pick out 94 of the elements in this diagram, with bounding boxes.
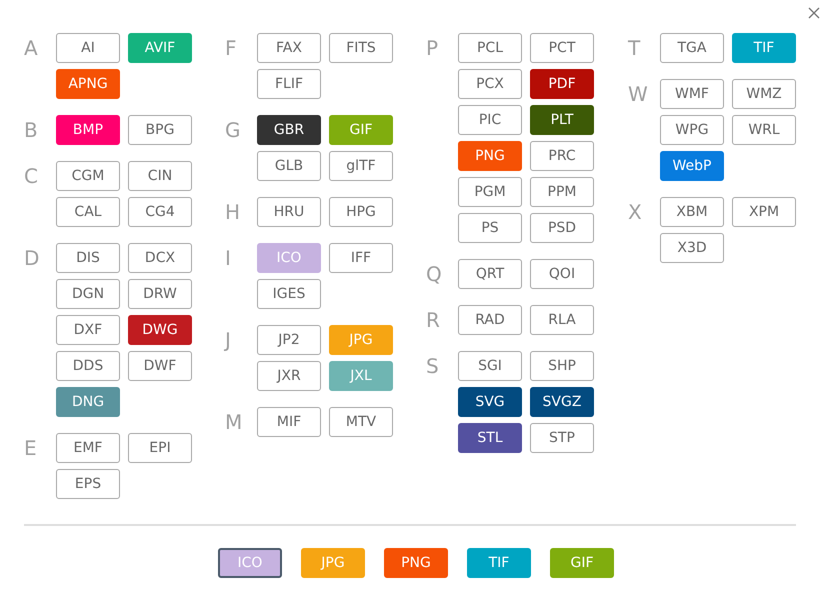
format-tag: FLIF (257, 69, 321, 99)
format-tag: HRU (257, 197, 321, 227)
index-letter: S (426, 353, 440, 380)
format-tag: FAX (257, 33, 321, 63)
format-tag: PS (458, 213, 522, 243)
format-tag: DIS (56, 243, 120, 273)
format-tag: MIF (257, 407, 321, 437)
index-letter: A (24, 35, 39, 62)
format-tag: SVGZ (530, 387, 594, 417)
format-tag: JPG (301, 548, 365, 578)
format-tag: CGM (56, 161, 120, 191)
format-tag: DDS (56, 351, 120, 381)
format-tag: ICO (257, 243, 321, 273)
format-tag: STL (458, 423, 522, 453)
format-tag: JPG (329, 325, 393, 355)
format-tag: SHP (530, 351, 594, 381)
format-tag: SGI (458, 351, 522, 381)
format-tag: PPM (530, 177, 594, 207)
format-tag: CIN (128, 161, 192, 191)
index-letter: R (426, 307, 441, 334)
format-tag: IFF (329, 243, 393, 273)
index-letter: H (225, 199, 242, 226)
index-letter: Q (426, 261, 443, 288)
format-tag: MTV (329, 407, 393, 437)
format-tag: GBR (257, 115, 321, 145)
format-tag: glTF (329, 151, 393, 181)
format-tag: XBM (660, 197, 724, 227)
index-letter: W (628, 81, 648, 108)
index-letter: B (24, 117, 39, 144)
format-tag: AVIF (128, 33, 192, 63)
format-tag: PCT (530, 33, 594, 63)
format-tag: PGM (458, 177, 522, 207)
index-letter: M (225, 409, 244, 436)
format-tag: BPG (128, 115, 192, 145)
format-tag: IGES (257, 279, 321, 309)
format-tag: WMZ (732, 79, 796, 109)
format-tag: FITS (329, 33, 393, 63)
format-tag: DGN (56, 279, 120, 309)
format-tag: EMF (56, 433, 120, 463)
index-letter: E (24, 435, 38, 462)
index-letter: C (24, 163, 39, 190)
index-letter: T (628, 35, 642, 62)
format-tag: QRT (458, 259, 522, 289)
format-tag: JP2 (257, 325, 321, 355)
format-tag: PNG (458, 141, 522, 171)
format-tag: CG4 (128, 197, 192, 227)
format-tag: PLT (530, 105, 594, 135)
index-letter: D (24, 245, 40, 272)
format-tag: RAD (458, 305, 522, 335)
format-tag: SVG (458, 387, 522, 417)
index-letter: J (225, 327, 232, 354)
format-tag: GIF (550, 548, 614, 578)
format-tag: APNG (56, 69, 120, 99)
format-tag: XPM (732, 197, 796, 227)
format-tag: WebP (660, 151, 724, 181)
format-tag: PDF (530, 69, 594, 99)
format-tag: X3D (660, 233, 724, 263)
index-letter: I (225, 245, 232, 272)
format-tag: PSD (530, 213, 594, 243)
format-tag: GIF (329, 115, 393, 145)
selected-format-tag: ICO (218, 548, 282, 578)
format-tag: PNG (384, 548, 448, 578)
index-letter: X (628, 199, 643, 226)
format-tag: WPG (660, 115, 724, 145)
format-tag: WRL (732, 115, 796, 145)
format-tag: CAL (56, 197, 120, 227)
format-tag: PCL (458, 33, 522, 63)
format-tag: PRC (530, 141, 594, 171)
format-tag: STP (530, 423, 594, 453)
index-letter: P (426, 35, 440, 62)
format-tag: TIF (732, 33, 796, 63)
format-tag: EPI (128, 433, 192, 463)
format-tag: JXL (329, 361, 393, 391)
format-tag: JXR (257, 361, 321, 391)
index-letter: F (225, 35, 238, 62)
format-tag: DRW (128, 279, 192, 309)
format-tag: DWF (128, 351, 192, 381)
format-tag: WMF (660, 79, 724, 109)
format-tag: EPS (56, 469, 120, 499)
format-tag: TGA (660, 33, 724, 63)
format-tag: HPG (329, 197, 393, 227)
format-tag: AI (56, 33, 120, 63)
format-tag: RLA (530, 305, 594, 335)
format-tag: DCX (128, 243, 192, 273)
format-tag: GLB (257, 151, 321, 181)
index-letter: G (225, 117, 242, 144)
format-tag: QOI (530, 259, 594, 289)
format-tag: BMP (56, 115, 120, 145)
format-tag: TIF (467, 548, 531, 578)
format-tag: DWG (128, 315, 192, 345)
format-tag: PCX (458, 69, 522, 99)
format-tag: DXF (56, 315, 120, 345)
format-tag: PIC (458, 105, 522, 135)
format-tag: DNG (56, 387, 120, 417)
